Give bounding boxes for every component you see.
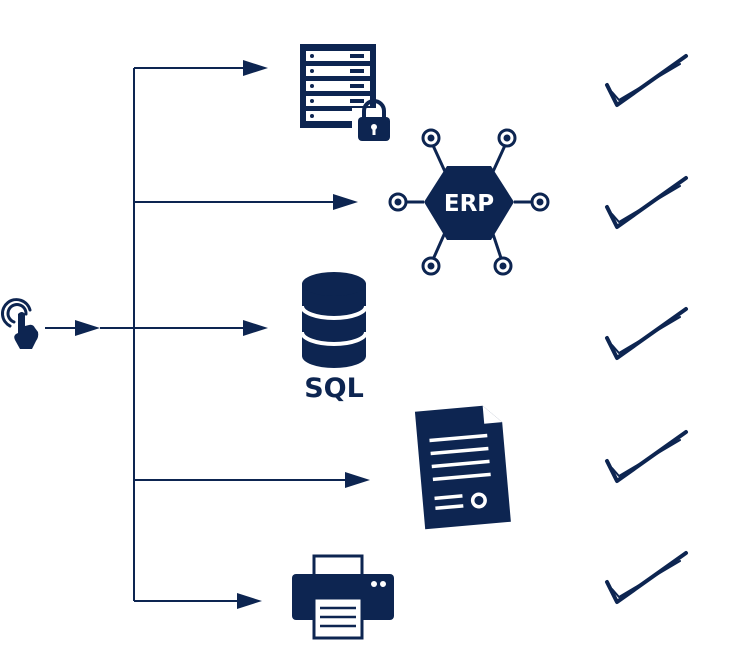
arrowheads — [75, 60, 370, 609]
connectors — [45, 67, 350, 602]
server-lock-icon — [300, 44, 394, 148]
printer-icon — [292, 554, 394, 640]
arrow-head-printer — [237, 593, 262, 609]
document-icon — [414, 405, 511, 530]
erp-network-icon: ERP — [388, 128, 550, 276]
arrow-head-server — [243, 60, 268, 76]
check-icon — [605, 176, 688, 229]
check-icon — [605, 54, 688, 107]
status-checks — [605, 54, 688, 604]
arrow-head-erp — [333, 194, 358, 210]
erp-label: ERP — [444, 191, 494, 217]
arrow-head-sql — [243, 320, 268, 336]
check-icon — [605, 307, 688, 360]
touch-tap-icon — [0, 298, 39, 349]
sql-label: SQL — [304, 373, 364, 404]
check-icon — [605, 551, 688, 604]
arrow-head-source — [75, 320, 100, 336]
arrow-head-document — [345, 472, 370, 488]
check-icon — [605, 430, 688, 483]
database-icon: SQL — [300, 272, 368, 404]
